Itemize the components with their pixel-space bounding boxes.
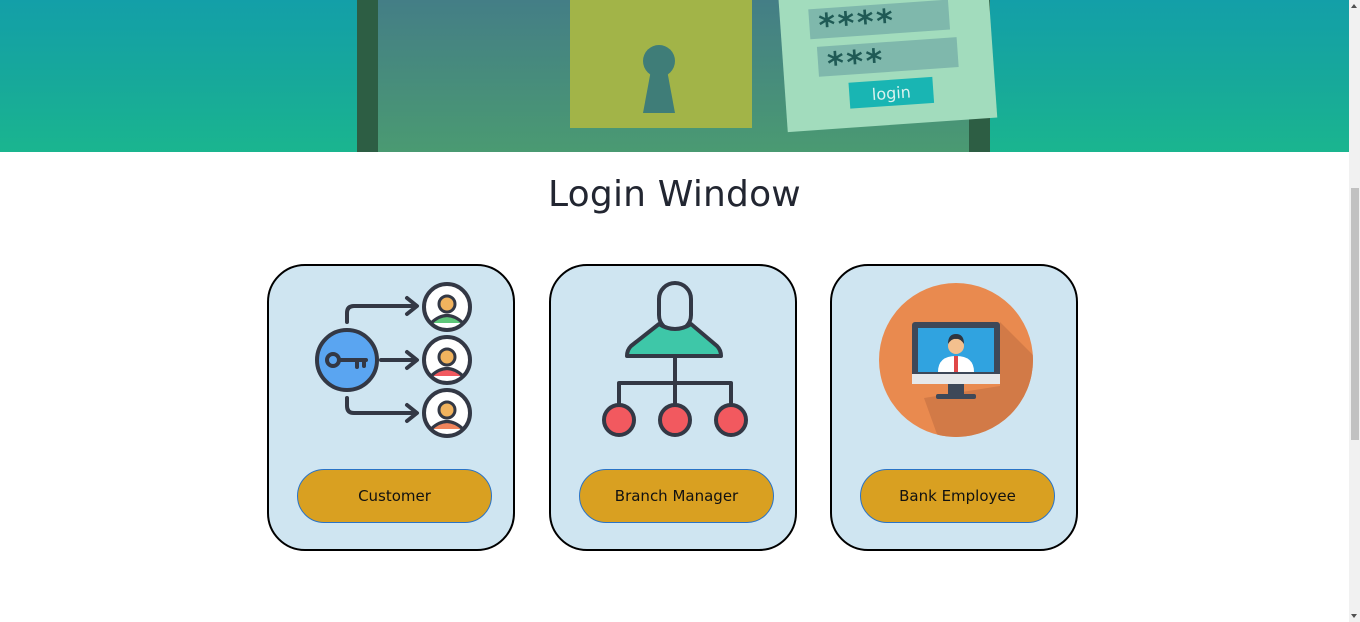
hero-banner: **** *** login	[0, 0, 1349, 152]
bank-employee-card: Bank Employee	[830, 264, 1078, 551]
bank-employee-button[interactable]: Bank Employee	[860, 469, 1055, 523]
vertical-scrollbar[interactable]	[1349, 0, 1360, 622]
user-green-icon	[422, 282, 472, 332]
login-illustration: **** *** login	[357, 0, 998, 152]
branch-manager-button[interactable]: Branch Manager	[579, 469, 774, 523]
keyhole-icon	[643, 45, 675, 113]
monitor-user-icon	[879, 283, 1033, 437]
customer-button[interactable]: Customer	[297, 469, 492, 523]
password-note: **** *** login	[778, 0, 998, 133]
branch-manager-card: Branch Manager	[549, 264, 797, 551]
hierarchy-icon	[602, 281, 748, 437]
login-label: login	[871, 82, 911, 104]
scrollbar-thumb[interactable]	[1351, 188, 1359, 440]
person-icon	[938, 334, 974, 372]
scroll-up-arrow-icon[interactable]	[1351, 4, 1357, 8]
scroll-down-arrow-icon[interactable]	[1351, 614, 1357, 618]
password-mask-2: ***	[825, 41, 885, 83]
user-orange-icon	[422, 388, 472, 438]
customer-card: Customer	[267, 264, 515, 551]
user-red-icon	[422, 335, 472, 385]
password-mask-1: ****	[816, 1, 896, 44]
page-title: Login Window	[548, 174, 801, 215]
key-users-icon	[315, 282, 472, 438]
